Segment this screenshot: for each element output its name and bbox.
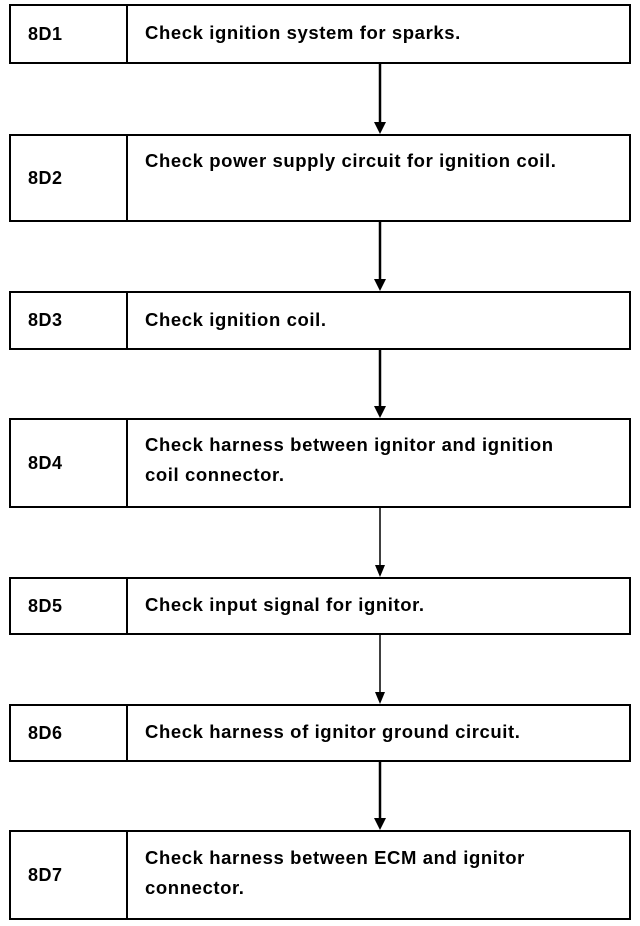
arrow-down-icon <box>372 635 388 704</box>
step-text: Check harness between ignitor and igniti… <box>128 420 629 506</box>
step-code: 8D3 <box>11 293 128 348</box>
step-text: Check harness of ignitor ground circuit. <box>128 706 629 760</box>
step-box-8d3: 8D3 Check ignition coil. <box>9 291 631 350</box>
step-text: Check input signal for ignitor. <box>128 579 629 633</box>
arrow-down-icon <box>372 350 388 418</box>
step-text-label: Check power supply circuit for ignition … <box>145 150 557 171</box>
step-box-8d5: 8D5 Check input signal for ignitor. <box>9 577 631 635</box>
step-text: Check ignition coil. <box>128 293 629 348</box>
step-box-8d4: 8D4 Check harness between ignitor and ig… <box>9 418 631 508</box>
step-code: 8D7 <box>11 832 128 918</box>
step-text-label: Check input signal for ignitor. <box>145 594 425 615</box>
step-text: Check harness between ECM and ignitor co… <box>128 832 629 918</box>
step-text: Check ignition system for sparks. <box>128 6 629 62</box>
step-box-8d6: 8D6 Check harness of ignitor ground circ… <box>9 704 631 762</box>
arrow-down-icon <box>372 508 388 577</box>
step-code: 8D2 <box>11 136 128 220</box>
arrow-down-icon <box>372 64 388 134</box>
step-code: 8D4 <box>11 420 128 506</box>
step-code: 8D5 <box>11 579 128 633</box>
step-text-label: Check ignition system for sparks. <box>145 22 461 43</box>
step-box-8d1: 8D1 Check ignition system for sparks. <box>9 4 631 64</box>
step-box-8d2: 8D2 Check power supply circuit for ignit… <box>9 134 631 222</box>
step-text-label: Check harness between ignitor and igniti… <box>145 434 554 485</box>
step-code: 8D6 <box>11 706 128 760</box>
step-text-label: Check harness between ECM and ignitor co… <box>145 847 525 898</box>
step-text-label: Check harness of ignitor ground circuit. <box>145 721 521 742</box>
step-box-8d7: 8D7 Check harness between ECM and ignito… <box>9 830 631 920</box>
step-text: Check power supply circuit for ignition … <box>128 136 629 220</box>
step-code: 8D1 <box>11 6 128 62</box>
step-text-label: Check ignition coil. <box>145 309 327 330</box>
arrow-down-icon <box>372 222 388 291</box>
arrow-down-icon <box>372 762 388 830</box>
